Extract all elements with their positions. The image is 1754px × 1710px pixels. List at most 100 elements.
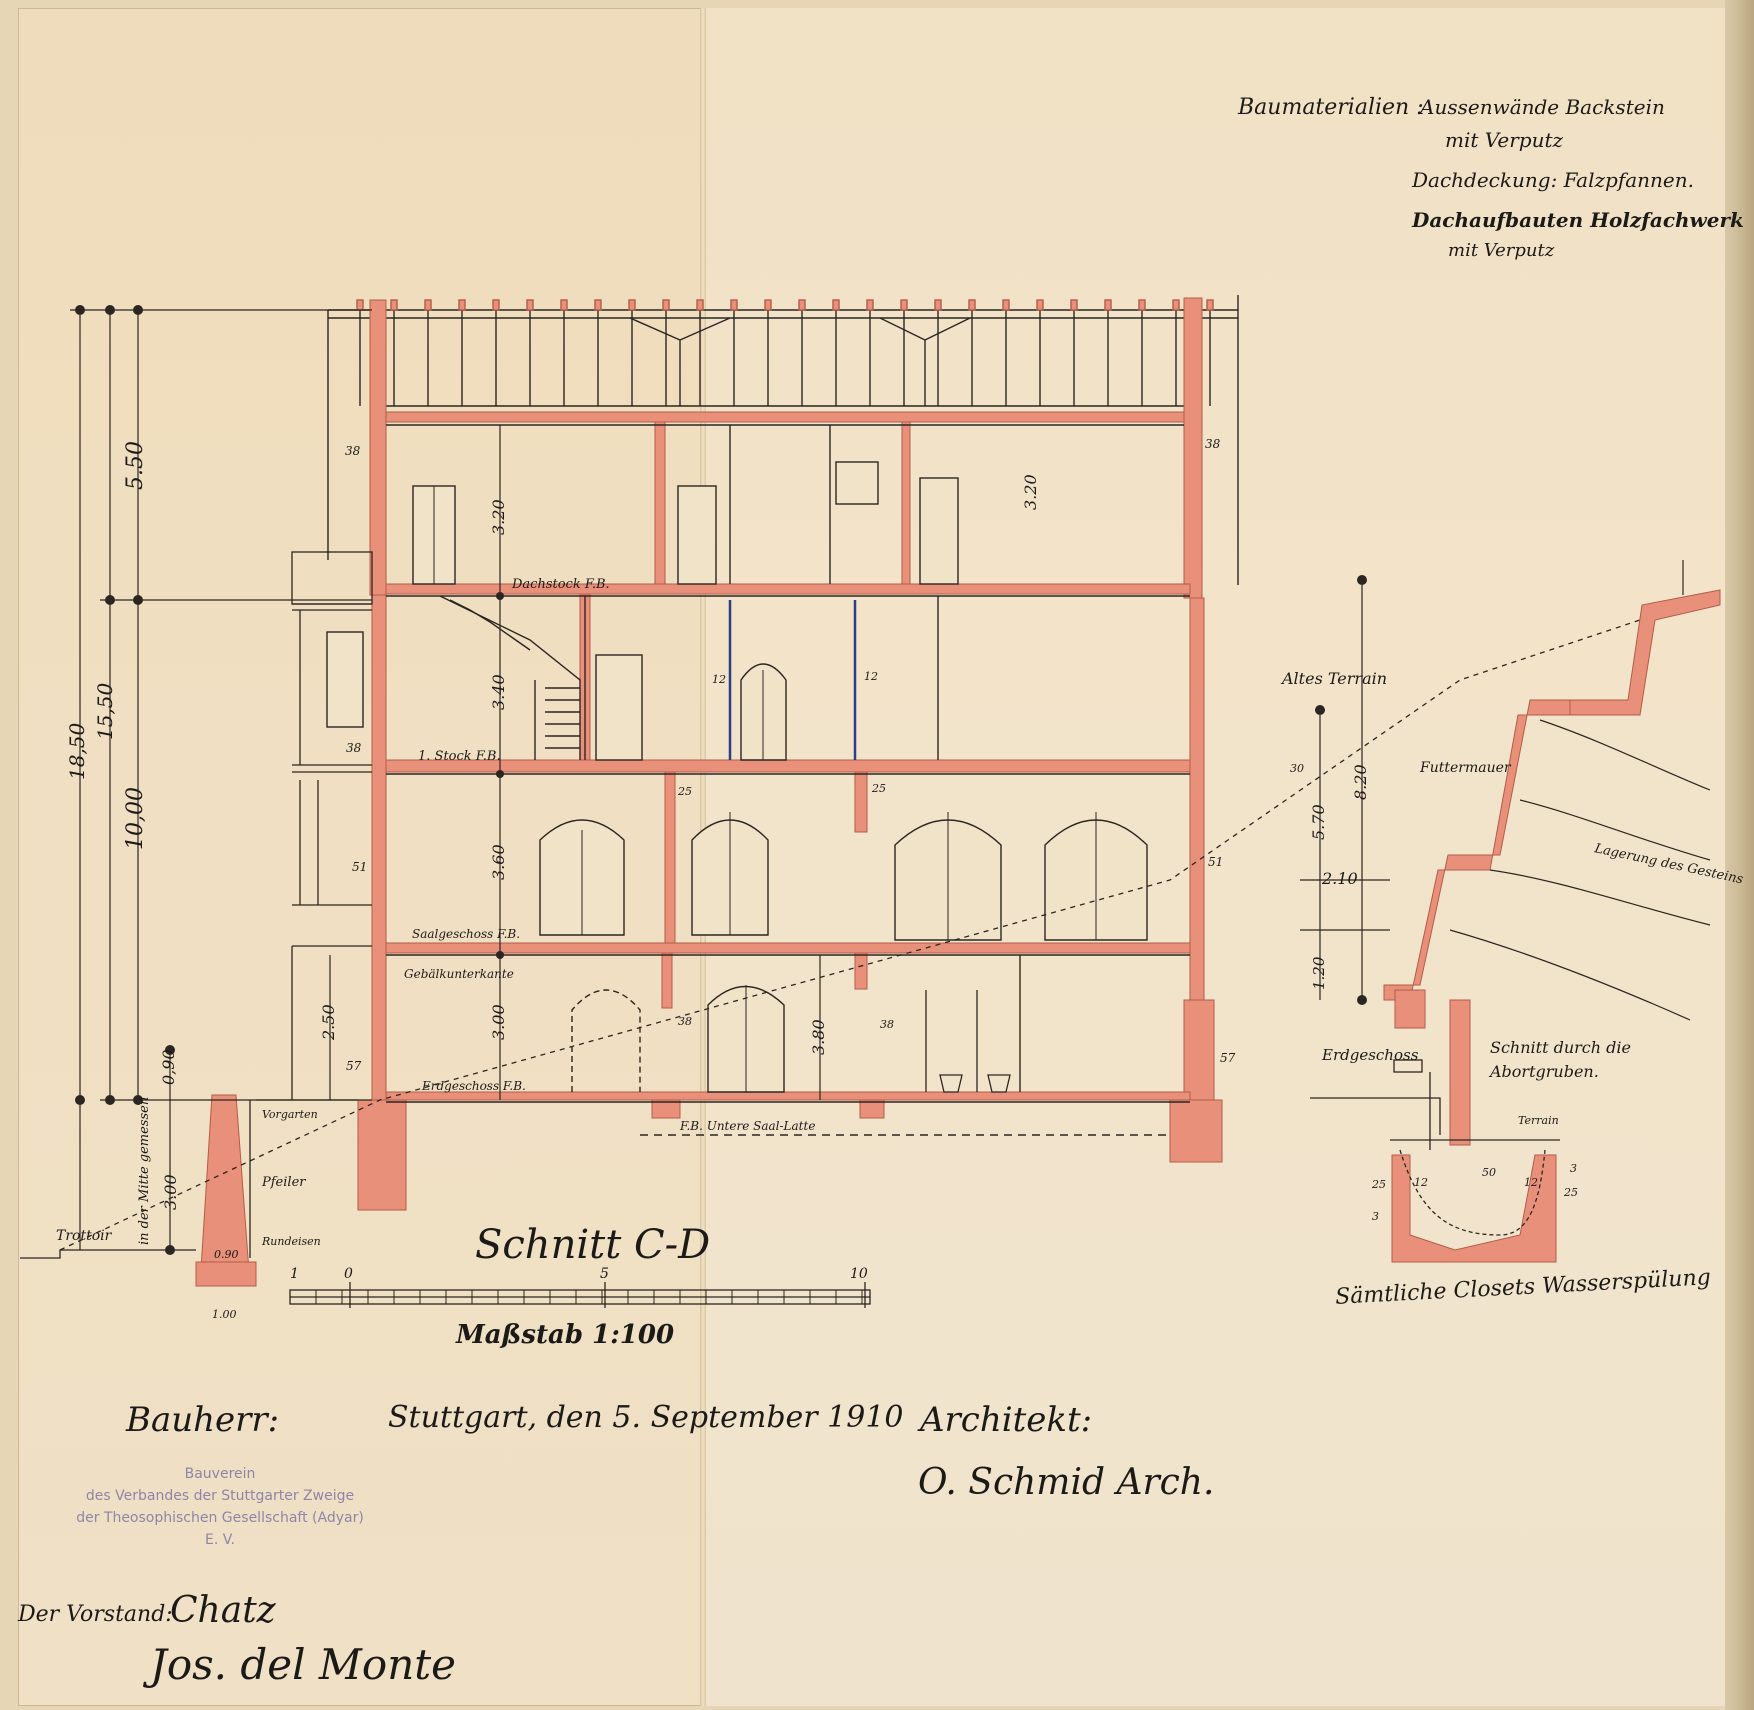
dim-wall-38d: 38 (678, 1015, 692, 1028)
label-abortgruben: Schnitt durch die Abortgruben. (1490, 1038, 1631, 1081)
dim-wall-38e: 38 (880, 1018, 894, 1031)
rafter-head (1036, 299, 1044, 311)
left-facade (291, 551, 373, 1100)
retaining-wall (1383, 589, 1721, 1029)
label-lagerung: Lagerung des Gesteins (1592, 841, 1745, 887)
dim-roof-height: 5.50 (123, 441, 148, 490)
rafter-head (764, 299, 772, 311)
stamp-line3: der Theosophischen Gesellschaft (Adyar) (76, 1510, 364, 1526)
dim-body-height: 10,00 (123, 787, 148, 850)
signature-1: Chatz (170, 1590, 276, 1631)
dim-right-820: 8.20 (1351, 764, 1370, 800)
materials-line4: Dachaufbauten Holzfachwerk (1412, 208, 1744, 232)
dim-right-570: 5.70 (1309, 804, 1328, 840)
association-stamp: Bauverein des Verbandes der Stuttgarter … (70, 1463, 370, 1551)
dim-1stock: 3.40 (489, 674, 508, 710)
stamp-line4: E. V. (205, 1532, 235, 1548)
dimension-dots (75, 305, 1367, 1255)
dim-saal: 3.60 (489, 844, 508, 880)
dim-dach-right: 3.20 (1021, 474, 1040, 510)
footer-architekt: Architekt: (920, 1400, 1093, 1440)
rafter-head (1002, 299, 1010, 311)
label-altes-terrain: Altes Terrain (1280, 669, 1387, 688)
dim-wall-57a: 57 (346, 1059, 362, 1073)
dim-wall-51a: 51 (352, 860, 367, 874)
paper-edge (1725, 0, 1754, 1710)
footer-bauherr: Bauherr: (126, 1400, 280, 1440)
pit-25a: 25 (1371, 1178, 1386, 1191)
rafter-head (390, 299, 398, 311)
dim-wall-12a: 12 (712, 673, 726, 686)
dim-upper-height: 15,50 (93, 682, 117, 740)
dim-left-250: 2.50 (319, 1004, 338, 1041)
dim-total-height: 18,50 (65, 722, 89, 780)
dim-wall-25a: 25 (677, 785, 692, 798)
level-erd: Erdgeschoss F.B. (421, 1079, 526, 1093)
scale-t5: 5 (600, 1266, 609, 1282)
footer-vorstand: Der Vorstand: (18, 1602, 173, 1627)
scale-label: Maßstab 1:100 (456, 1320, 675, 1350)
roof-frame (327, 295, 1239, 585)
dim-right-210: 2.10 (1321, 869, 1358, 888)
rafter-head (798, 299, 806, 311)
level-unterer-saal: F.B. Untere Saal-Latte (679, 1119, 815, 1133)
pit-50: 50 (1482, 1166, 1496, 1179)
label-trottoir: Trottoir (56, 1228, 113, 1244)
dim-erd-right: 3.80 (809, 1019, 828, 1055)
closets (925, 990, 1011, 1093)
dim-wall-57b: 57 (1220, 1051, 1236, 1065)
rafter-head (526, 299, 534, 311)
dim-wall-12b: 12 (864, 670, 878, 683)
rock-strata (1449, 560, 1711, 1021)
rafter-head (1206, 299, 1214, 311)
pit-25b: 25 (1563, 1186, 1578, 1199)
label-pfeiler: Pfeiler (261, 1175, 306, 1190)
masonry-walls (195, 297, 1223, 1287)
label-in-mitte: in der Mitte gemessen (137, 1097, 152, 1245)
scale-t1: 1 (290, 1266, 299, 1282)
dim-pier-300: 3.00 (161, 1174, 180, 1210)
signature-2: Jos. del Monte (150, 1640, 456, 1689)
rafter-head (458, 299, 466, 311)
openings (326, 461, 1148, 1093)
materials-line1: Aussenwände Backstein (1420, 95, 1665, 119)
materials-line2: mit Verputz (1445, 128, 1564, 152)
rafter-head (424, 299, 432, 311)
dimension-lines (70, 309, 1390, 1250)
section-title: Schnitt C-D (475, 1222, 711, 1268)
materials-line3: Dachdeckung: Falzpfannen. (1412, 168, 1695, 192)
dim-wall-51b: 51 (1208, 855, 1223, 869)
dim-wall-38a: 38 (345, 444, 361, 458)
paper-sheet-right-page (702, 8, 1730, 1706)
dim-base-height: 0,90 (159, 1049, 178, 1085)
dim-wall-38c: 38 (346, 741, 362, 755)
level-1stock: 1. Stock F.B. (418, 749, 501, 764)
rafter-head (1172, 299, 1180, 311)
materials-line5: mit Verputz (1448, 240, 1555, 261)
stamp-line1: Bauverein (184, 1466, 256, 1482)
pit-3a: 3 (1372, 1210, 1379, 1223)
dim-wall-25b: 25 (871, 782, 886, 795)
rafter-head (696, 299, 704, 311)
architect-signature: O. Schmid Arch. (918, 1462, 1215, 1503)
rafter-head (560, 299, 568, 311)
dim-dach: 3.20 (489, 499, 508, 535)
dim-pier-width: 1.00 (212, 1308, 237, 1321)
level-saal: Saalgeschoss F.B. (412, 927, 520, 941)
level-gebaelk: Gebälkunterkante (404, 967, 514, 981)
dim-right-120: 1.20 (1310, 956, 1328, 990)
rafter-head (1070, 299, 1078, 311)
level-dachstock: Dachstock F.B. (511, 577, 610, 592)
dim-pier-top: 0.90 (214, 1248, 239, 1261)
pit-12a: 12 (1414, 1176, 1428, 1189)
cesspit (1391, 999, 1557, 1263)
opening-glazing (433, 486, 1097, 1092)
stamp-line2: des Verbandes der Stuttgarter Zweige (85, 1488, 355, 1504)
dim-wall-38b: 38 (1205, 437, 1221, 451)
rafter-head (968, 299, 976, 311)
scale-bar (289, 1282, 871, 1308)
rafter-head (628, 299, 636, 311)
scale-t0: 0 (344, 1266, 353, 1282)
label-vorgarten: Vorgarten (262, 1108, 318, 1121)
